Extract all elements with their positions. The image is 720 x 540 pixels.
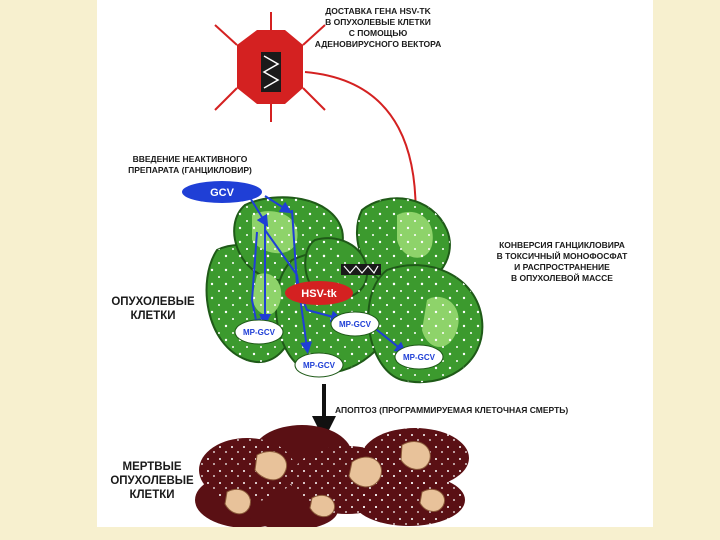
mp-gcv-badge: MP-GCV — [394, 344, 444, 370]
dead-cells-label: МЕРТВЫЕ ОПУХОЛЕВЫЕ КЛЕТКИ — [97, 460, 207, 502]
prodrug-label-line: ВВЕДЕНИЕ НЕАКТИВНОГО — [132, 154, 248, 164]
conversion-label-line: В ТОКСИЧНЫЙ МОНОФОСФАТ — [496, 251, 628, 261]
adenovirus-vector — [214, 12, 326, 122]
mp-gcv-label: MP-GCV — [403, 353, 436, 362]
dead-cells-label-line: КЛЕТКИ — [129, 489, 175, 501]
mp-gcv-label: MP-GCV — [303, 361, 336, 370]
prodrug-label: ВВЕДЕНИЕ НЕАКТИВНОГО ПРЕПАРАТА (ГАНЦИКЛО… — [105, 154, 275, 176]
apoptosis-label-line: АПОПТОЗ (ПРОГРАММИРУЕМАЯ КЛЕТОЧНАЯ СМЕРТ… — [335, 405, 569, 415]
conversion-label: КОНВЕРСИЯ ГАНЦИКЛОВИРА В ТОКСИЧНЫЙ МОНОФ… — [477, 240, 647, 284]
delivery-label-line: ДОСТАВКА ГЕНА HSV-tk — [325, 6, 431, 16]
gene-insert-icon — [341, 264, 381, 275]
hsv-tk-badge-label: HSV-tk — [301, 288, 337, 300]
hsv-tk-badge: HSV-tk — [285, 281, 353, 305]
mp-gcv-badge: MP-GCV — [234, 319, 284, 345]
apoptosis-label: АПОПТОЗ (ПРОГРАММИРУЕМАЯ КЛЕТОЧНАЯ СМЕРТ… — [335, 405, 641, 416]
tumor-cells-label-line: КЛЕТКИ — [130, 310, 176, 322]
figure-panel: GCV HSV-tk MP-GCV MP-GCV MP-GCV — [97, 0, 653, 527]
mp-gcv-badge: MP-GCV — [294, 352, 344, 378]
conversion-label-line: И РАСПРОСТРАНЕНИЕ — [514, 262, 610, 272]
dead-cell-cluster — [195, 425, 469, 527]
prodrug-label-line: ПРЕПАРАТА (ГАНЦИКЛОВИР) — [128, 165, 252, 175]
tumor-cells-label-line: ОПУХОЛЕВЫЕ — [111, 296, 195, 308]
dead-cells-label-line: МЕРТВЫЕ — [122, 461, 182, 473]
mp-gcv-label: MP-GCV — [339, 320, 372, 329]
gene-therapy-diagram: GCV HSV-tk MP-GCV MP-GCV MP-GCV — [182, 12, 484, 527]
delivery-label: ДОСТАВКА ГЕНА HSV-tk В ОПУХОЛЕВЫЕ КЛЕТКИ… — [293, 6, 463, 50]
conversion-label-line: В ОПУХОЛЕВОЙ МАССЕ — [511, 273, 613, 283]
delivery-label-line: С ПОМОЩЬЮ — [348, 28, 408, 38]
dead-cells-label-line: ОПУХОЛЕВЫЕ — [110, 475, 194, 487]
tumor-cells-label: ОПУХОЛЕВЫЕ КЛЕТКИ — [97, 295, 209, 323]
mp-gcv-label: MP-GCV — [243, 328, 276, 337]
conversion-label-line: КОНВЕРСИЯ ГАНЦИКЛОВИРА — [499, 240, 625, 250]
gcv-badge: GCV — [182, 181, 262, 203]
gcv-badge-label: GCV — [210, 187, 235, 199]
delivery-label-line: АДЕНОВИРУСНОГО ВЕКТОРА — [314, 39, 442, 49]
mp-gcv-badge: MP-GCV — [330, 311, 380, 337]
delivery-label-line: В ОПУХОЛЕВЫЕ КЛЕТКИ — [325, 17, 431, 27]
